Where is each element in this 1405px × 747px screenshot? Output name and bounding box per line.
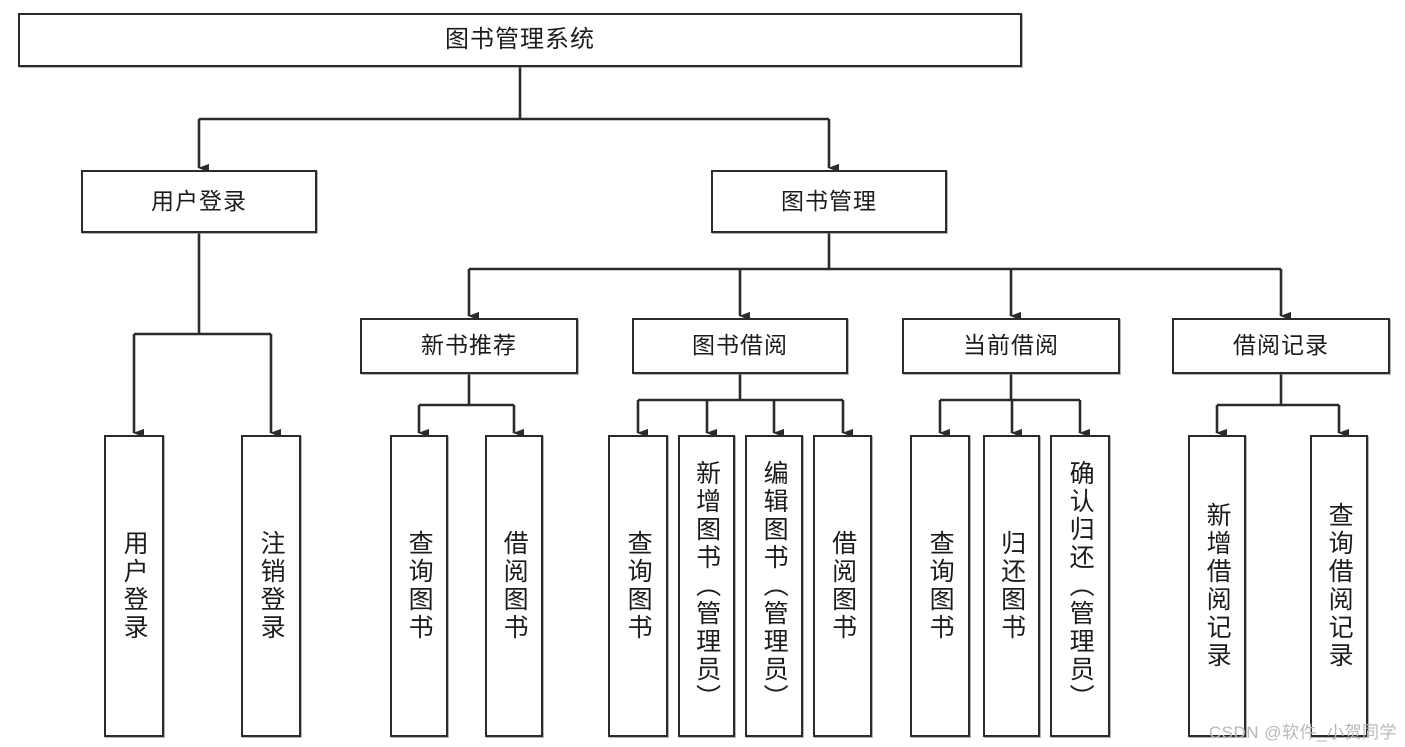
csdn-watermark: CSDN @软件_小贺同学 (1208, 723, 1397, 742)
node-label: 借阅记录 (1233, 332, 1329, 359)
node-borrow[interactable]: 图书借阅 (632, 318, 848, 374)
node-leaf-records-2[interactable]: 查询借阅记录 (1310, 435, 1368, 737)
node-leaf-login-2[interactable]: 注销登录 (241, 435, 301, 737)
node-leaf-newrec-1[interactable]: 查询图书 (390, 435, 448, 737)
node-label: 编辑图书（管理员） (760, 460, 789, 712)
edges-group (132, 67, 1349, 438)
node-leaf-borrow-4[interactable]: 借阅图书 (813, 435, 872, 737)
node-label: 新增借阅记录 (1203, 502, 1232, 670)
node-leaf-current-1[interactable]: 查询图书 (910, 435, 970, 737)
node-label: 查询借阅记录 (1325, 502, 1354, 670)
node-label: 注销登录 (257, 530, 286, 642)
node-records[interactable]: 借阅记录 (1172, 318, 1390, 374)
node-label: 新增图书（管理员） (692, 460, 721, 712)
node-leaf-newrec-2[interactable]: 借阅图书 (485, 435, 543, 737)
node-label: 图书借阅 (692, 332, 788, 359)
node-label: 图书管理 (781, 187, 877, 214)
node-leaf-borrow-3[interactable]: 编辑图书（管理员） (745, 435, 803, 737)
node-leaf-borrow-1[interactable]: 查询图书 (608, 435, 668, 737)
node-label: 当前借阅 (963, 332, 1059, 359)
node-leaf-records-1[interactable]: 新增借阅记录 (1188, 435, 1246, 737)
node-login[interactable]: 用户登录 (81, 170, 317, 233)
node-label: 图书管理系统 (445, 25, 595, 53)
node-label: 归还图书 (997, 530, 1026, 642)
node-label: 查询图书 (624, 530, 653, 642)
node-newrec[interactable]: 新书推荐 (360, 318, 578, 374)
node-root[interactable]: 图书管理系统 (18, 13, 1022, 67)
node-label: 借阅图书 (500, 530, 529, 642)
node-label: 用户登录 (120, 530, 149, 642)
node-bookmgmt[interactable]: 图书管理 (711, 170, 947, 233)
node-label: 确认归还（管理员） (1066, 460, 1095, 712)
node-label: 查询图书 (926, 530, 955, 642)
node-label: 借阅图书 (828, 530, 857, 642)
node-leaf-current-3[interactable]: 确认归还（管理员） (1050, 435, 1110, 737)
node-current[interactable]: 当前借阅 (902, 318, 1120, 374)
node-leaf-login-1[interactable]: 用户登录 (104, 435, 164, 737)
node-label: 新书推荐 (421, 332, 517, 359)
node-label: 用户登录 (151, 187, 247, 214)
node-leaf-borrow-2[interactable]: 新增图书（管理员） (678, 435, 735, 737)
node-label: 查询图书 (405, 530, 434, 642)
node-leaf-current-2[interactable]: 归还图书 (983, 435, 1040, 737)
